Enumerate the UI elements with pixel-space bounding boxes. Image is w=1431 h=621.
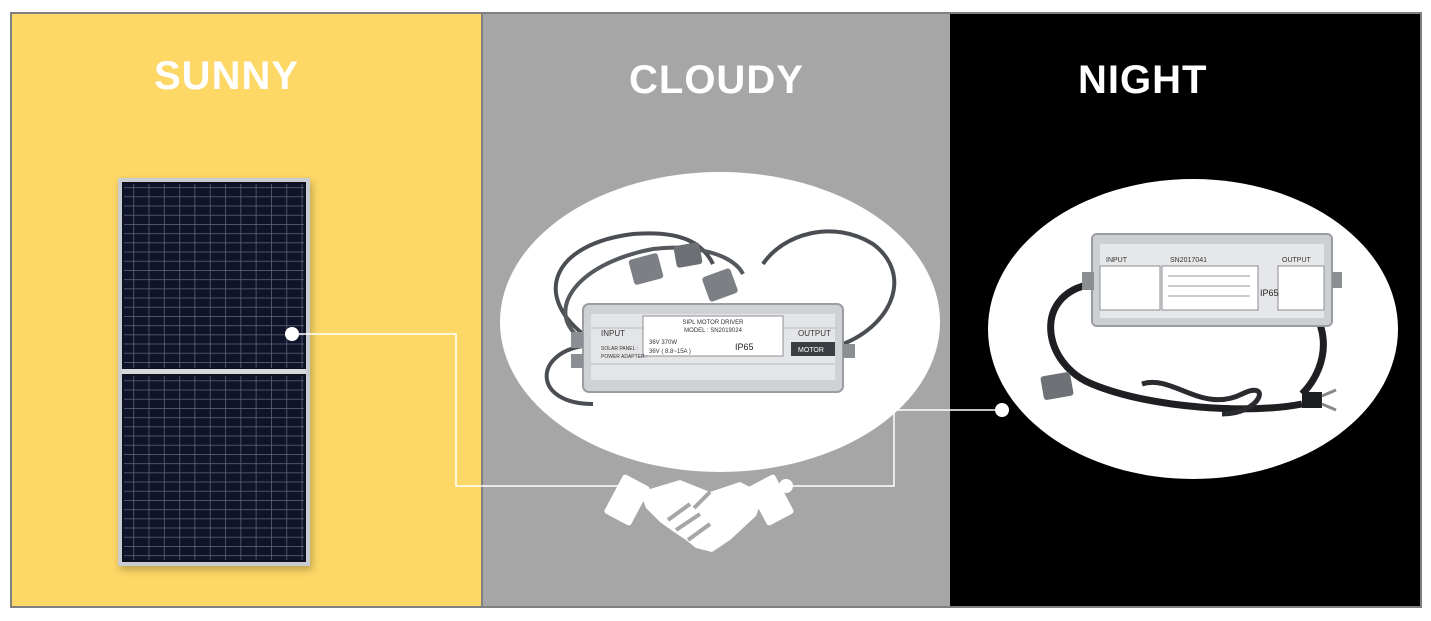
- driver-model-text: MODEL : SN2019024: [684, 328, 742, 334]
- diagram-frame: SUNNY CLOUDY: [10, 12, 1422, 608]
- adapter-output-text: OUTPUT: [1282, 257, 1312, 264]
- cloudy-panel: CLOUDY INPUT SIPL MOTOR DRIVER MODEL : S…: [481, 14, 952, 606]
- driver-name-text: SIPL MOTOR DRIVER: [682, 320, 744, 326]
- driver-spec2-text: 36V ( 8.8~15A ): [649, 349, 691, 355]
- night-title: NIGHT: [1078, 58, 1208, 102]
- driver-output-text: OUTPUT: [798, 329, 831, 338]
- driver-motor-text: MOTOR: [798, 347, 824, 354]
- power-adapter-oval: [988, 179, 1398, 479]
- adapter-model-text: SN2017041: [1170, 257, 1207, 264]
- power-adapter-icon: INPUT SN2017041 OUTPUT IP65: [1040, 233, 1342, 417]
- driver-adapter-text: POWER ADAPTER :: [601, 354, 647, 360]
- driver-solar-text: SOLAR PANEL :: [601, 346, 638, 352]
- adapter-input-text: INPUT: [1106, 257, 1128, 264]
- solar-panel-icon: [118, 178, 310, 566]
- adapter-ip-text: IP65: [1260, 288, 1279, 298]
- cloudy-title: CLOUDY: [629, 58, 804, 102]
- driver-spec1-text: 36V 370W: [649, 340, 677, 346]
- driver-input-text: INPUT: [601, 329, 625, 338]
- driver-ip-text: IP65: [735, 342, 754, 352]
- sunny-panel: SUNNY: [12, 14, 481, 606]
- motor-driver-icon: INPUT SIPL MOTOR DRIVER MODEL : SN201902…: [544, 229, 897, 406]
- sunny-title: SUNNY: [154, 54, 300, 98]
- night-panel: NIGHT INPUT SN2017041 OUTPUT IP65: [950, 14, 1420, 606]
